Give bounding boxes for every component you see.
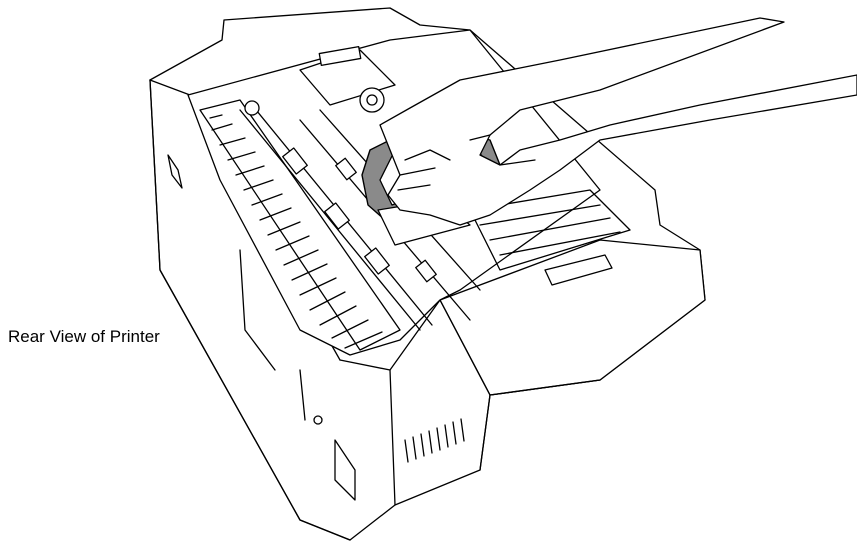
rear-view-caption: Rear View of Printer	[8, 327, 160, 346]
paper-guide-hatch	[199, 99, 401, 351]
vent-slots	[404, 418, 465, 463]
printer-body	[149, 7, 706, 541]
hand-illustration	[379, 17, 857, 226]
